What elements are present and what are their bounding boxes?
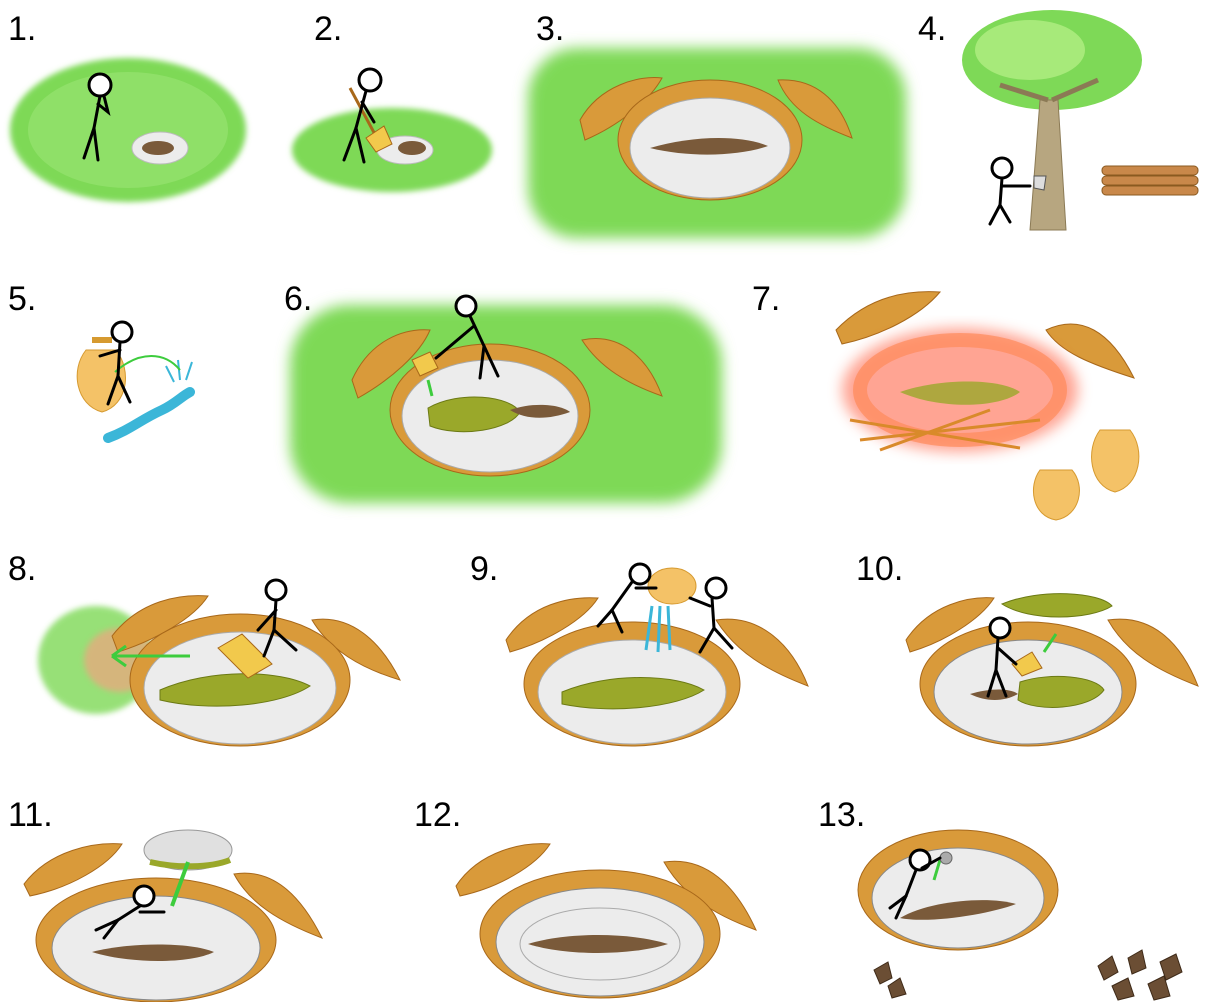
step-5-illustration [77,322,192,438]
step-11-illustration [24,830,322,1002]
pot [1033,470,1079,520]
step-7-illustration [836,292,1139,520]
clay-deposit [398,141,426,155]
step-2-illustration [292,69,492,192]
clay-chunks [874,950,1182,1000]
pot [1092,430,1139,492]
step-10-illustration [906,594,1198,746]
clay-deposit [142,141,174,155]
step-8-illustration [38,580,400,746]
step-9-illustration [506,564,808,746]
step-13-illustration [858,830,1182,1000]
grass-highlight [28,72,228,188]
log-pile [1102,166,1198,195]
hammer-head [940,852,952,864]
pit [872,848,1044,948]
stick-figure [990,158,1030,224]
step-6-illustration [290,296,722,503]
step-4-illustration [962,10,1198,230]
mud-mixture-removed [1002,594,1112,617]
axe-head [1034,176,1046,190]
step-12-illustration [456,844,756,998]
step-3-illustration [528,48,906,238]
step-1-illustration [10,58,246,202]
tree-trunk [1030,100,1066,230]
